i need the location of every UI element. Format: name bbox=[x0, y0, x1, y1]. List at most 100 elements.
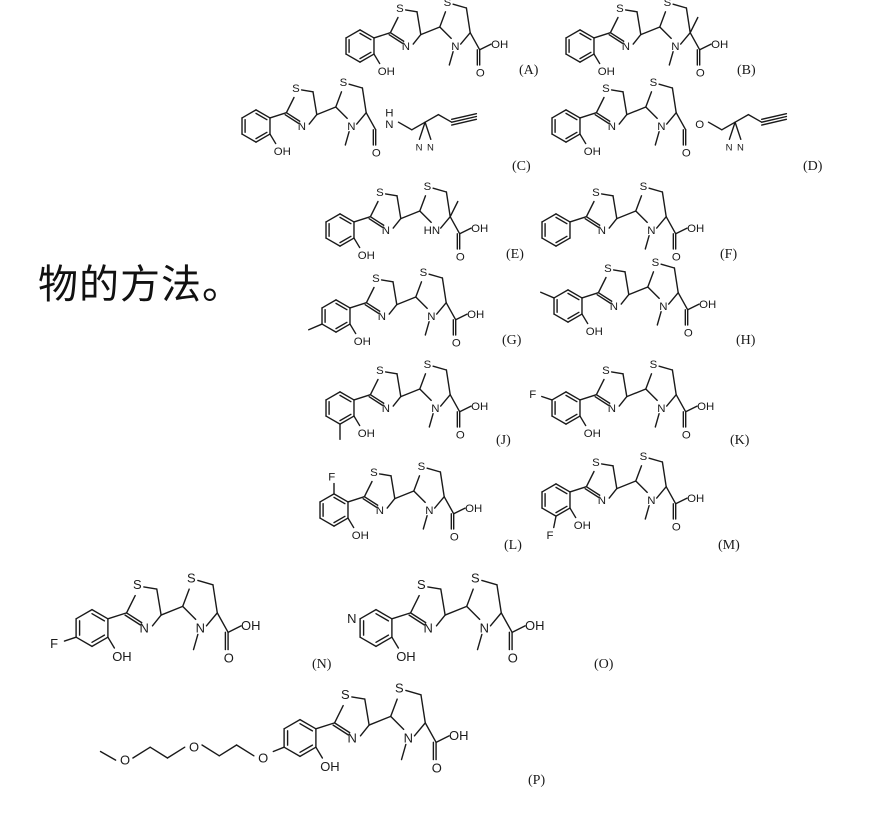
sulfur-label: S bbox=[418, 461, 426, 473]
sulfur-label: S bbox=[602, 83, 610, 95]
carbonyl-oxygen: O bbox=[456, 251, 465, 263]
carbonyl-oxygen: O bbox=[508, 651, 518, 666]
nitrogen-label: N bbox=[647, 495, 655, 507]
compound-label-j: (J) bbox=[496, 433, 511, 448]
acid-hydroxyl: OH bbox=[471, 223, 488, 235]
compound-label-m: (M) bbox=[718, 538, 740, 553]
hydroxyl-label: OH bbox=[358, 428, 375, 440]
diazirine-n1: N bbox=[726, 143, 733, 154]
nitrogen-label: N bbox=[425, 505, 433, 517]
compound-label-c: (C) bbox=[512, 159, 531, 174]
structure-d: OHSNSNOONN(D) bbox=[552, 77, 823, 174]
acid-hydroxyl: OH bbox=[449, 728, 468, 743]
nitrogen-label: N bbox=[657, 403, 665, 415]
nitrogen-label: N bbox=[671, 41, 679, 53]
structure-l: OHFSNSNOOH(L) bbox=[320, 461, 522, 553]
ether-oxygen: O bbox=[258, 750, 268, 765]
hydroxyl-label: OH bbox=[274, 146, 291, 158]
acid-hydroxyl: OH bbox=[491, 39, 508, 51]
hydroxyl-label: OH bbox=[354, 336, 371, 348]
nitrogen-label: N bbox=[376, 505, 384, 517]
hydroxyl-label: OH bbox=[584, 146, 601, 158]
nitrogen-label: N bbox=[348, 730, 357, 745]
structure-g: OHSNSNOOH(G) bbox=[309, 267, 522, 349]
compound-label-n: (N) bbox=[312, 657, 332, 672]
nitrogen-label: HN bbox=[424, 225, 440, 237]
structure-h: OHSNSNOOH(H) bbox=[541, 257, 756, 348]
compound-label-b: (B) bbox=[737, 63, 756, 78]
nitrogen-label: N bbox=[382, 403, 390, 415]
sulfur-label: S bbox=[592, 457, 600, 469]
nitrogen-label: N bbox=[451, 41, 459, 53]
carbonyl-oxygen: O bbox=[456, 429, 465, 441]
fluorine-label: F bbox=[328, 472, 335, 484]
nitrogen-label: N bbox=[140, 620, 149, 635]
nitrogen-label: N bbox=[659, 301, 667, 313]
carbonyl-oxygen: O bbox=[684, 327, 693, 339]
sulfur-label: S bbox=[424, 181, 432, 193]
sulfur-label: S bbox=[640, 451, 648, 463]
acid-hydroxyl: OH bbox=[465, 503, 482, 515]
carbonyl-oxygen: O bbox=[476, 67, 485, 79]
sulfur-label: S bbox=[187, 571, 196, 586]
sulfur-label: S bbox=[372, 273, 380, 285]
compound-label-f: (F) bbox=[720, 247, 737, 262]
acid-hydroxyl: OH bbox=[697, 401, 714, 413]
sulfur-label: S bbox=[341, 687, 350, 702]
sulfur-label: S bbox=[652, 257, 660, 269]
acid-hydroxyl: OH bbox=[525, 618, 544, 633]
nitrogen-label: N bbox=[196, 620, 205, 635]
hydroxyl-label: OH bbox=[586, 326, 603, 338]
sulfur-label: S bbox=[664, 0, 672, 9]
pyridine-nitrogen: N bbox=[347, 611, 356, 626]
nitrogen-label: N bbox=[657, 121, 665, 133]
sulfur-label: S bbox=[650, 359, 658, 371]
nitrogen-label: N bbox=[424, 620, 433, 635]
sulfur-label: S bbox=[292, 83, 300, 95]
structure-a: OHSNSNOOH(A) bbox=[346, 0, 539, 79]
sulfur-label: S bbox=[376, 365, 384, 377]
sulfur-label: S bbox=[604, 263, 612, 275]
compound-label-e: (E) bbox=[506, 247, 524, 262]
nitrogen-label: N bbox=[404, 730, 413, 745]
compound-label-g: (G) bbox=[502, 333, 522, 348]
hydroxyl-label: OH bbox=[358, 250, 375, 262]
nitrogen-label: N bbox=[347, 121, 355, 133]
structure-n: OHFSNSNOOH(N) bbox=[50, 571, 332, 672]
sulfur-label: S bbox=[417, 577, 426, 592]
nitrogen-label: N bbox=[610, 301, 618, 313]
sulfur-label: S bbox=[395, 681, 404, 696]
structure-b: OHSNSNOOH(B) bbox=[566, 0, 756, 79]
sulfur-label: S bbox=[640, 181, 648, 193]
sulfur-label: S bbox=[133, 577, 142, 592]
hydroxyl-label: OH bbox=[574, 520, 591, 532]
nitrogen-label: N bbox=[608, 121, 616, 133]
compound-label-p: (P) bbox=[528, 773, 545, 788]
nitrogen-label: N bbox=[480, 620, 489, 635]
nitrogen-label: N bbox=[608, 403, 616, 415]
sulfur-label: S bbox=[376, 187, 384, 199]
diazirine-n1: N bbox=[416, 143, 423, 154]
structure-o: NOHSNSNOOH(O) bbox=[347, 571, 614, 672]
diazirine-n2: N bbox=[427, 143, 434, 154]
nitrogen-label: N bbox=[427, 311, 435, 323]
nitrogen-label: N bbox=[598, 495, 606, 507]
nitrogen-label: N bbox=[402, 41, 410, 53]
sulfur-label: S bbox=[424, 359, 432, 371]
hydroxyl-label: OH bbox=[396, 649, 415, 664]
hydroxyl-label: OH bbox=[584, 428, 601, 440]
acid-hydroxyl: OH bbox=[467, 309, 484, 321]
structure-c: OHSNSNONHNN(C) bbox=[242, 77, 531, 174]
sulfur-label: S bbox=[370, 467, 378, 479]
compound-label-l: (L) bbox=[504, 538, 522, 553]
sulfur-label: S bbox=[592, 187, 600, 199]
nitrogen-label: N bbox=[378, 311, 386, 323]
carbonyl-oxygen: O bbox=[450, 531, 459, 543]
carbonyl-oxygen: O bbox=[682, 429, 691, 441]
sulfur-label: S bbox=[650, 77, 658, 89]
sulfur-label: S bbox=[616, 3, 624, 15]
hydroxyl-label: OH bbox=[598, 66, 615, 78]
structure-j: OHSNSNOOH(J) bbox=[326, 359, 511, 448]
